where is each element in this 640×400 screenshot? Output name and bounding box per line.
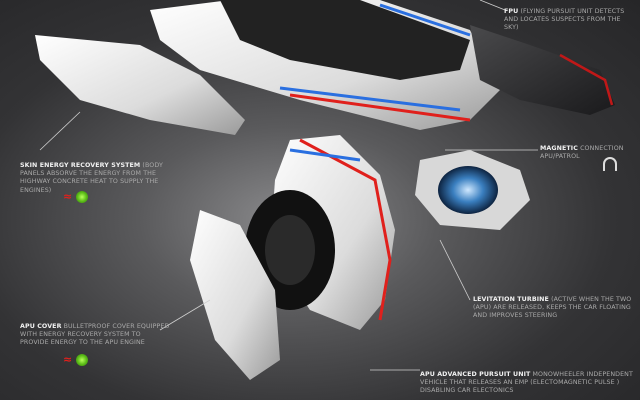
apu-unit-title: APU ADVANCED PURSUIT UNIT xyxy=(420,371,531,378)
magnetic-text: CONNECTION APU/PATROL xyxy=(540,145,624,161)
car-canopy xyxy=(220,0,470,80)
skin-panel-top xyxy=(35,35,245,135)
eco-recycle-icon xyxy=(76,354,89,366)
apu-cover-text: BULLETPROOF COVER EQUIPPED WITH ENERGY R… xyxy=(20,323,170,347)
annotation-levitation: LEVITATION TURBINE (ACTIVE WHEN THE TWO … xyxy=(473,296,633,321)
skin-text: (BODY PANELS ABSORVE THE ENERGY FROM THE… xyxy=(20,162,163,194)
apu-unit-text: MONOWHEELER INDEPENDENT VEHICLE THAT REL… xyxy=(420,371,633,395)
apu-cover-title: APU COVER xyxy=(20,323,62,330)
annotation-magnetic: MAGNETIC CONNECTION APU/PATROL xyxy=(540,145,635,161)
annotation-fpu: FPU (FLYING PURSUIT UNIT DETECTS AND LOC… xyxy=(504,8,634,33)
skin-icons: ≈ xyxy=(63,190,89,203)
annotation-apu-unit: APU ADVANCED PURSUIT UNIT MONOWHEELER IN… xyxy=(420,371,635,396)
skin-title: SKIN ENERGY RECOVERY SYSTEM xyxy=(20,162,141,169)
annotation-apu-cover: APU COVER BULLETPROOF COVER EQUIPPED WIT… xyxy=(20,323,170,348)
annotation-skin: SKIN ENERGY RECOVERY SYSTEM (BODY PANELS… xyxy=(20,162,170,195)
eco-recycle-icon xyxy=(76,191,89,203)
fpu-title: FPU xyxy=(504,8,519,15)
apu-cover xyxy=(190,210,280,380)
fpu-drone xyxy=(470,25,615,115)
apu-cover-icons: ≈ xyxy=(63,353,89,366)
heat-waves-icon: ≈ xyxy=(63,353,73,366)
levitation-text: (ACTIVE WHEN THE TWO (APU) ARE RELEASED,… xyxy=(473,296,632,320)
heat-waves-icon: ≈ xyxy=(63,190,73,203)
magnet-icon xyxy=(603,157,617,171)
levitation-title: LEVITATION TURBINE xyxy=(473,296,549,303)
fpu-text: (FLYING PURSUIT UNIT DETECTS AND LOCATES… xyxy=(504,8,625,32)
magnetic-title: MAGNETIC xyxy=(540,145,578,152)
